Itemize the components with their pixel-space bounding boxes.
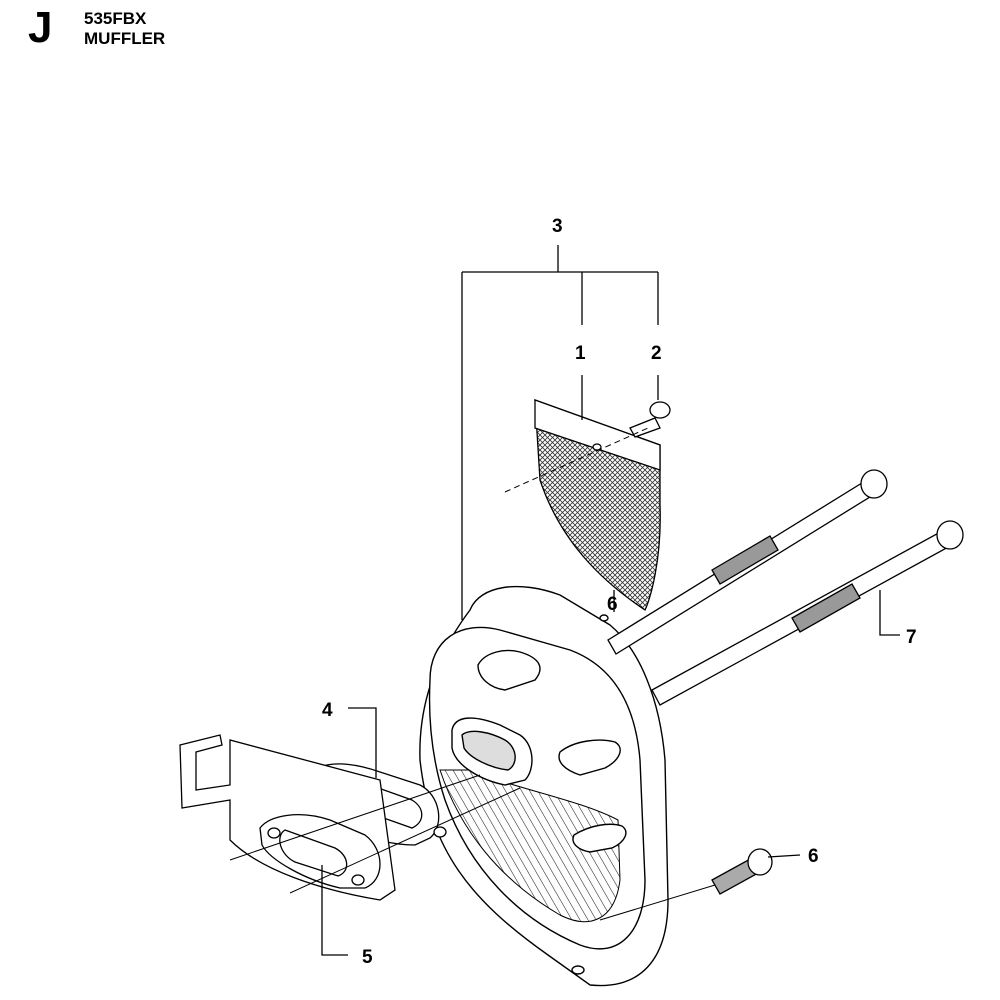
- model-name: 535FBX: [84, 9, 147, 28]
- diagram-header: J 535FBX MUFFLER: [28, 3, 328, 58]
- callout-7: 7: [906, 627, 917, 648]
- screw-part-2: [629, 401, 671, 438]
- long-bolt-upper: [607, 469, 888, 655]
- alignment-lines: [229, 427, 716, 921]
- callout-5: 5: [362, 947, 373, 968]
- callout-3-bracket: [461, 245, 659, 620]
- callout-6-upper: 6: [607, 594, 618, 615]
- callout-6-lower: 6: [808, 846, 819, 867]
- callout-leaders: [321, 375, 900, 956]
- section-letter: J: [28, 3, 53, 52]
- assembly-name: MUFFLER: [84, 29, 166, 48]
- callout-4: 4: [322, 700, 333, 721]
- long-bolt-lower: [651, 520, 964, 706]
- callout-1: 1: [575, 343, 586, 364]
- callout-3: 3: [552, 216, 563, 237]
- callout-2: 2: [651, 343, 662, 364]
- deflector-plate: [179, 734, 396, 901]
- short-screw: [711, 848, 773, 895]
- spark-arrestor-screen: [534, 399, 661, 611]
- muffler-housing: [419, 585, 669, 987]
